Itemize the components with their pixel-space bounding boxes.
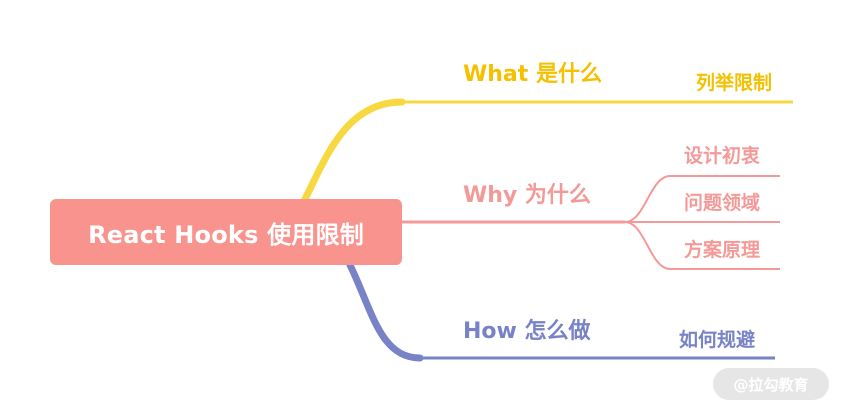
why-child-1: 设计初衷: [684, 145, 761, 167]
branch-how-label: How 怎么做: [463, 319, 591, 344]
branch-why-label: Why 为什么: [463, 183, 591, 208]
what-child-1: 列举限制: [696, 72, 773, 94]
why-child-connector-1: [624, 175, 780, 223]
why-child-2: 问题领域: [684, 192, 761, 214]
how-child-1: 如何规避: [679, 329, 756, 351]
what-branch-connector: [301, 98, 406, 203]
branch-what-label: What 是什么: [463, 62, 602, 87]
watermark-badge: @拉勾教育: [713, 368, 829, 400]
why-child-connector-3: [624, 221, 780, 270]
root-node-label: React Hooks 使用限制: [88, 220, 364, 249]
how-branch-connector: [346, 261, 424, 362]
root-node: React Hooks 使用限制: [50, 199, 402, 265]
watermark-text: @拉勾教育: [733, 375, 809, 394]
why-child-3: 方案原理: [684, 239, 761, 261]
